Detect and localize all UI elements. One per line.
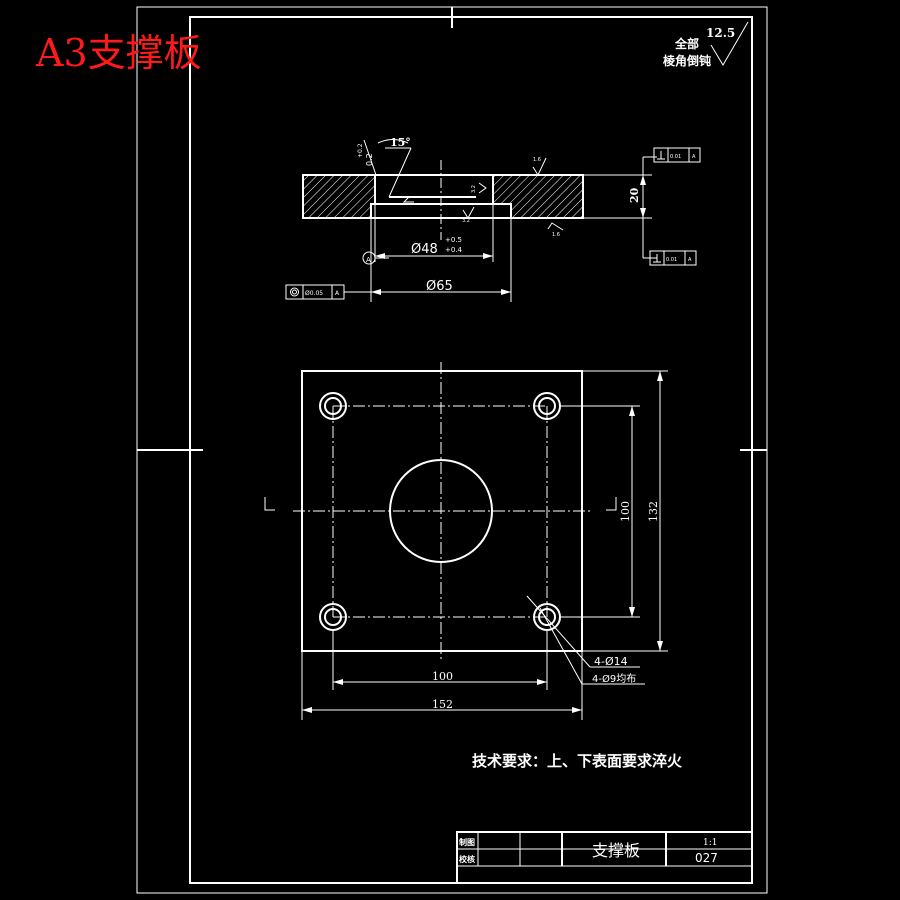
perpendicularity-frame-bottom bbox=[649, 250, 697, 266]
title-block-scale: 1:1 bbox=[703, 838, 717, 848]
roughness-marks-section bbox=[402, 157, 564, 231]
roughness-step-value: 3.2 bbox=[462, 218, 470, 224]
roughness-top-value: 1.6 bbox=[533, 157, 541, 163]
dia48-tolerance-upper: +0.5 bbox=[445, 236, 462, 244]
dia48-dimension: Ø48 bbox=[411, 242, 438, 257]
perp-top-datum: A bbox=[692, 154, 696, 160]
technical-requirements-note: 技术要求：上、下表面要求淬火 bbox=[472, 752, 683, 770]
datum-a-letter: A bbox=[366, 256, 371, 264]
general-roughness-symbol bbox=[710, 21, 749, 66]
title-block-label-drawn: 制图 bbox=[459, 837, 475, 847]
roughness-bottom-value: 1.6 bbox=[552, 232, 560, 238]
perpendicularity-frame-top bbox=[653, 147, 701, 163]
perp-bottom-datum: A bbox=[688, 257, 692, 263]
chamfer-label: 0.2 bbox=[365, 153, 374, 166]
hole-callout-14: 4-Ø14 bbox=[594, 655, 628, 668]
section-cut-marks bbox=[264, 497, 617, 511]
coaxiality-value: Ø0.05 bbox=[305, 290, 323, 297]
perp-top-value: 0.01 bbox=[670, 154, 681, 160]
title-block bbox=[456, 831, 753, 884]
centering-marks bbox=[137, 7, 767, 451]
dia48-tolerance-lower: +0.4 bbox=[445, 246, 463, 254]
chamfer-tolerance: +0.2 bbox=[357, 143, 364, 158]
section-view: Ø48 +0.5 +0.4 Ø65 20 A 15° 0.2 +0.2 bbox=[285, 136, 701, 302]
center-lines bbox=[293, 362, 591, 662]
title-block-label-checked: 校核 bbox=[459, 854, 475, 864]
central-bore bbox=[389, 459, 493, 563]
title-block-part-name: 支撑板 bbox=[592, 841, 640, 860]
sheet-corner-title: A3支撑板 bbox=[36, 31, 202, 75]
general-note-line1: 全部 bbox=[674, 36, 699, 51]
hole-callout-9: 4-Ø9均布 bbox=[592, 673, 636, 685]
angle-label: 15° bbox=[390, 136, 411, 149]
coaxiality-frame bbox=[285, 284, 371, 300]
section-hatch-right bbox=[492, 174, 584, 219]
roughness-bore-value: 3.2 bbox=[471, 185, 477, 193]
hole-callout-leaders bbox=[526, 595, 645, 685]
dia65-dimension: Ø65 bbox=[426, 279, 453, 294]
dim-152-horizontal: 152 bbox=[432, 698, 453, 711]
dim-100-horizontal: 100 bbox=[432, 670, 453, 683]
general-note-line2: 棱角倒钝 bbox=[663, 53, 711, 68]
dim-132-vertical: 132 bbox=[647, 501, 660, 522]
thickness-dimension: 20 bbox=[628, 187, 641, 203]
plan-view: 100 152 100 132 4-Ø14 4-Ø9均布 bbox=[264, 362, 668, 720]
title-block-drawing-number: 027 bbox=[695, 851, 718, 865]
perp-bottom-value: 0.01 bbox=[666, 257, 677, 263]
coaxiality-datum: A bbox=[335, 290, 340, 297]
general-roughness-value: 12.5 bbox=[706, 26, 735, 40]
section-hatch-left bbox=[302, 174, 376, 219]
dim-100-vertical: 100 bbox=[619, 501, 632, 522]
